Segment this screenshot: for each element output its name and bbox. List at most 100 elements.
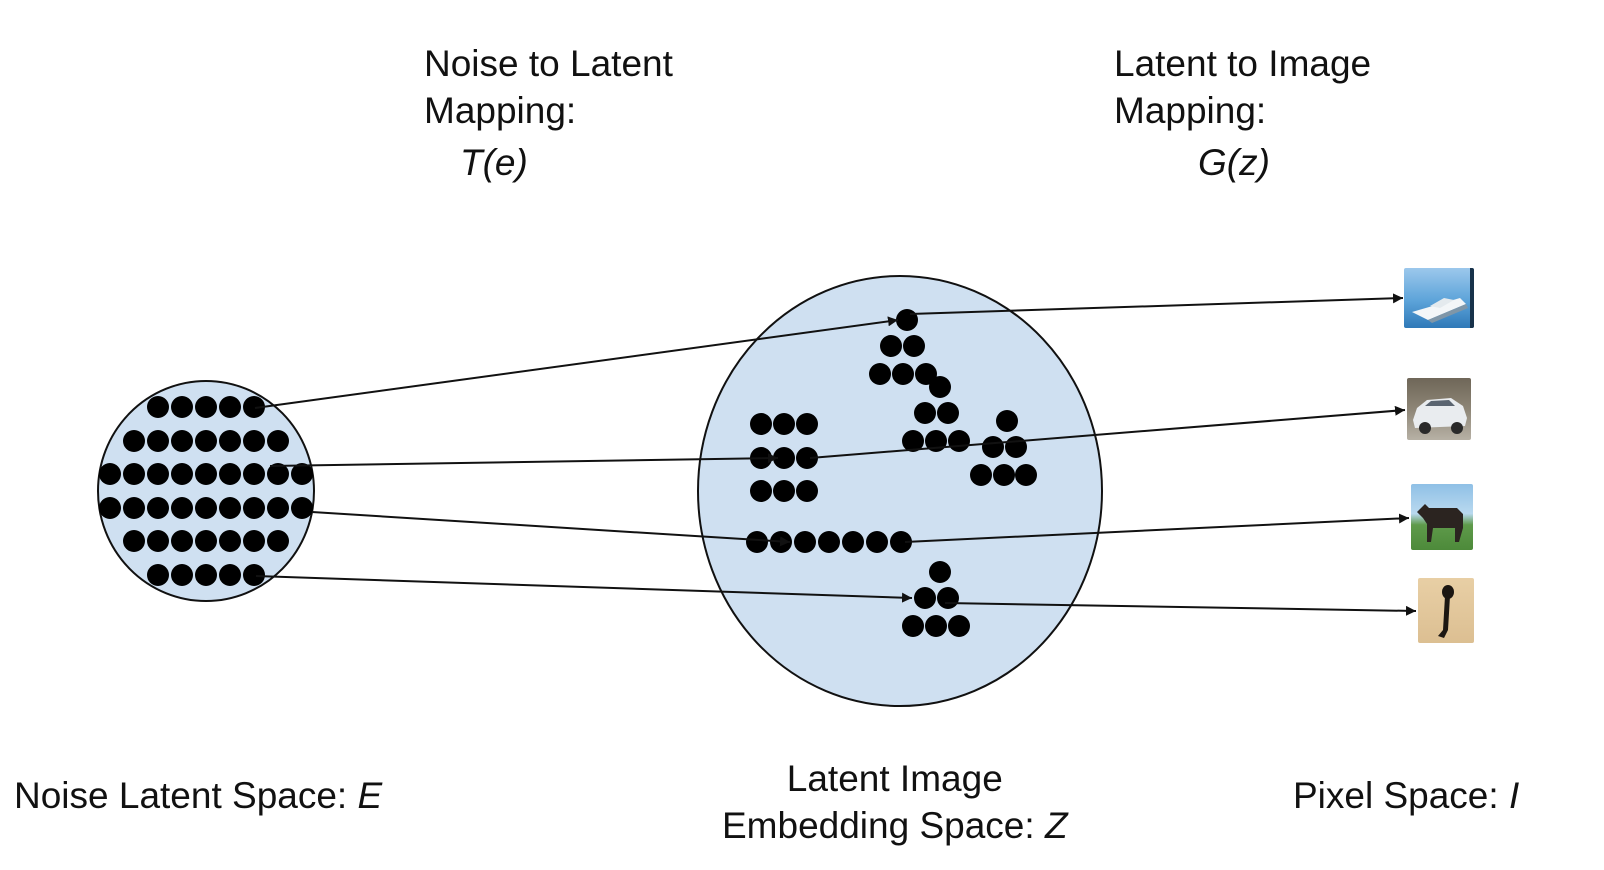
noise-point — [171, 463, 193, 485]
latent-point — [796, 413, 818, 435]
noise-point — [123, 463, 145, 485]
latent-embedding-space-text: Embedding Space: — [722, 805, 1045, 846]
noise-point — [195, 396, 217, 418]
noise-point — [219, 564, 241, 586]
noise-point — [147, 564, 169, 586]
latent-point — [750, 480, 772, 502]
noise-point — [195, 564, 217, 586]
noise-to-latent-arrow — [255, 575, 913, 603]
noise-point — [147, 530, 169, 552]
latent-point — [892, 363, 914, 385]
noise-point — [171, 530, 193, 552]
car-image — [1407, 378, 1471, 440]
noise-point — [243, 564, 265, 586]
latent-point — [746, 531, 768, 553]
noise-point — [147, 430, 169, 452]
noise-point — [147, 497, 169, 519]
noise-point — [171, 396, 193, 418]
pixel-space-label: Pixel Space: I — [1293, 772, 1519, 819]
noise-to-latent-label: Noise to Latent Mapping: T(e) — [424, 40, 673, 186]
latent-to-image-arrow — [909, 293, 1404, 315]
noise-point — [195, 430, 217, 452]
latent-point — [750, 413, 772, 435]
latent-point — [1015, 464, 1037, 486]
latent-to-image-label: Latent to Image Mapping: G(z) — [1114, 40, 1371, 186]
noise-to-latent-arrow — [311, 511, 791, 547]
latent-point — [996, 410, 1018, 432]
noise-point — [243, 497, 265, 519]
latent-embedding-space-label: Latent Image Embedding Space: Z — [722, 755, 1068, 849]
noise-point — [171, 430, 193, 452]
noise-point — [147, 396, 169, 418]
latent-point — [929, 561, 951, 583]
noise-point — [99, 497, 121, 519]
horse-icon — [1417, 504, 1463, 542]
noise-point — [291, 497, 313, 519]
latent-point — [993, 464, 1015, 486]
noise-to-latent-line2: Mapping: — [424, 90, 577, 131]
noise-point — [219, 430, 241, 452]
latent-to-image-line1: Latent to Image — [1114, 43, 1372, 84]
latent-point — [937, 587, 959, 609]
noise-point — [291, 463, 313, 485]
latent-point — [869, 363, 891, 385]
latent-point — [896, 309, 918, 331]
latent-point — [925, 615, 947, 637]
latent-point — [796, 447, 818, 469]
latent-embedding-space-line1: Latent Image — [786, 758, 1003, 799]
latent-point — [773, 413, 795, 435]
car-icon — [1413, 398, 1467, 434]
latent-point — [1005, 436, 1027, 458]
latent-embedding-space-circle — [697, 275, 1103, 707]
noise-point — [123, 530, 145, 552]
latent-point — [794, 531, 816, 553]
latent-point — [880, 335, 902, 357]
noise-point — [267, 430, 289, 452]
noise-point — [267, 463, 289, 485]
noise-point — [243, 530, 265, 552]
latent-point — [842, 531, 864, 553]
noise-latent-space-text: Noise Latent Space: — [14, 775, 358, 816]
noise-point — [195, 497, 217, 519]
noise-to-latent-line1: Noise to Latent — [424, 43, 673, 84]
latent-to-image-arrow — [944, 602, 1417, 616]
noise-point — [171, 564, 193, 586]
noise-point — [243, 463, 265, 485]
noise-point — [123, 430, 145, 452]
noise-point — [195, 530, 217, 552]
latent-point — [890, 531, 912, 553]
latent-point — [903, 335, 925, 357]
noise-point — [243, 430, 265, 452]
noise-point — [219, 530, 241, 552]
latent-to-image-function: G(z) — [1198, 142, 1270, 183]
noise-point — [123, 497, 145, 519]
latent-point — [970, 464, 992, 486]
latent-point — [937, 402, 959, 424]
noise-point — [147, 463, 169, 485]
noise-to-latent-arrow — [254, 316, 899, 409]
latent-point — [796, 480, 818, 502]
noise-point — [219, 463, 241, 485]
horse-image — [1411, 484, 1473, 550]
latent-point — [948, 615, 970, 637]
latent-point — [902, 430, 924, 452]
boat-icon — [1412, 268, 1474, 328]
noise-point — [267, 497, 289, 519]
noise-point — [219, 497, 241, 519]
latent-embedding-space-symbol: Z — [1044, 805, 1068, 846]
latent-to-image-arrow — [809, 405, 1406, 459]
latent-point — [915, 363, 937, 385]
latent-to-image-line2: Mapping: — [1114, 90, 1267, 131]
latent-point — [866, 531, 888, 553]
latent-point — [929, 376, 951, 398]
noise-to-latent-arrow — [269, 453, 779, 467]
noise-point — [267, 530, 289, 552]
noise-latent-space-symbol: E — [357, 775, 383, 816]
latent-point — [818, 531, 840, 553]
latent-point — [948, 430, 970, 452]
noise-latent-space-label: Noise Latent Space: E — [14, 772, 382, 819]
pixel-space-symbol: I — [1508, 775, 1520, 816]
noise-point — [195, 463, 217, 485]
boat-image — [1404, 268, 1474, 328]
noise-point — [171, 497, 193, 519]
